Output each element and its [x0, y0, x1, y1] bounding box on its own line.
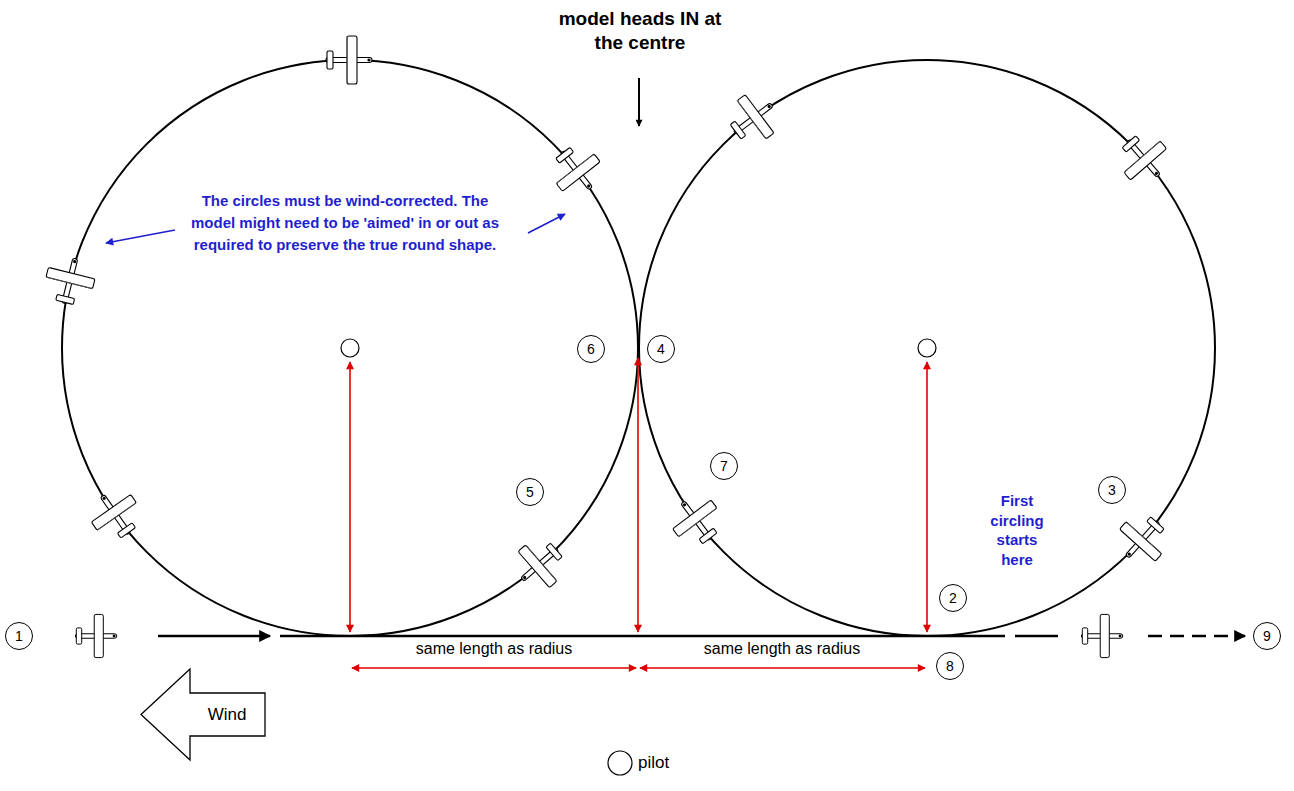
centre-mark [918, 339, 936, 357]
model-aircraft [1110, 125, 1176, 191]
model-aircraft [75, 614, 116, 657]
callout-number-text: 2 [949, 591, 957, 605]
callout-number: 1 [5, 622, 33, 650]
callout-number-text: 8 [946, 659, 954, 673]
radius-arrow [637, 358, 639, 632]
left-circle [62, 60, 638, 636]
callout-number: 9 [1253, 622, 1281, 650]
base-line [280, 635, 1005, 638]
dimension-arrow [352, 667, 636, 669]
callout-number: 4 [647, 335, 675, 363]
model-aircraft [83, 482, 149, 547]
wind-note: The circles must be wind-corrected. The … [180, 190, 510, 255]
wind-arrow: Wind [140, 668, 266, 761]
pilot-marker [608, 751, 632, 775]
wind-arrow-outline [140, 668, 266, 761]
callout-number: 6 [577, 335, 605, 363]
callout-number: 2 [939, 584, 967, 612]
radius-arrow [349, 362, 351, 632]
pointer-arrow [528, 214, 565, 233]
radius-arrow [926, 362, 928, 632]
exit-line [1015, 635, 1058, 638]
model-aircraft [326, 36, 372, 84]
model-aircraft [543, 137, 609, 203]
entry-arrow [158, 635, 270, 638]
dimension-label: same length as radius [704, 640, 861, 658]
pointer-arrow [106, 230, 175, 243]
model-aircraft [1081, 614, 1122, 657]
callout-number-text: 6 [587, 342, 595, 356]
dimension-arrow [640, 667, 925, 669]
callout-number-text: 5 [526, 485, 534, 499]
callout-number-text: 4 [657, 342, 665, 356]
pilot-label: pilot [638, 753, 669, 773]
heading-arrow [638, 78, 640, 126]
heading-note: model heads IN at the centre [554, 7, 726, 55]
model-aircraft [507, 531, 573, 597]
model-aircraft [720, 86, 786, 152]
exit-arrow [1148, 635, 1245, 638]
wind-label: Wind [208, 705, 247, 725]
centre-mark [341, 339, 359, 357]
callout-number: 5 [516, 478, 544, 506]
start-note: First circling starts here [981, 491, 1053, 569]
wind-arrow-shape [141, 669, 265, 760]
model-aircraft [1109, 506, 1175, 572]
callout-number-text: 9 [1263, 629, 1271, 643]
callout-number: 8 [936, 652, 964, 680]
right-circle [639, 60, 1215, 636]
callout-number: 3 [1098, 476, 1126, 504]
model-aircraft [41, 253, 99, 309]
callout-number-text: 1 [15, 629, 23, 643]
model-aircraft [664, 488, 730, 554]
dimension-label: same length as radius [416, 640, 573, 658]
callout-number: 7 [710, 452, 738, 480]
callout-number-text: 3 [1108, 483, 1116, 497]
callout-number-text: 7 [720, 459, 728, 473]
